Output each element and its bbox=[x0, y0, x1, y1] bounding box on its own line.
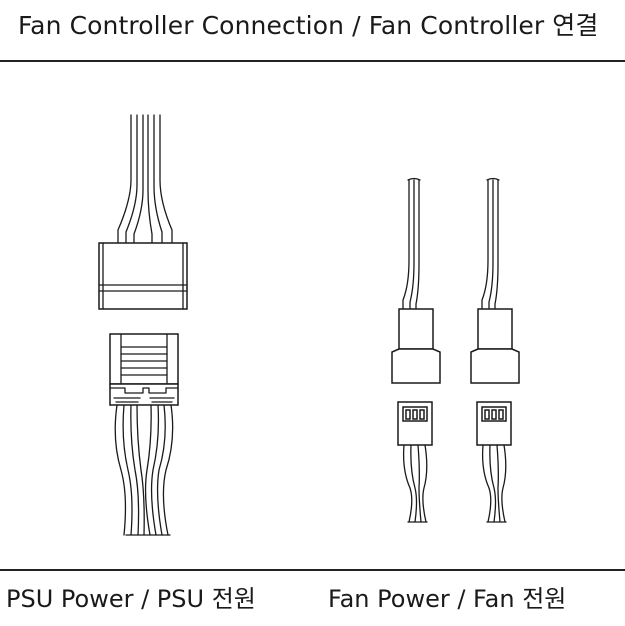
fan-connector-illustration-2 bbox=[470, 177, 520, 523]
page-title: Fan Controller Connection / Fan Controll… bbox=[18, 11, 599, 40]
fan-upper-wires-2 bbox=[481, 177, 500, 310]
psu-upper-wires bbox=[117, 114, 173, 244]
top-divider bbox=[0, 60, 625, 62]
psu-power-caption: PSU Power / PSU 전원 bbox=[6, 585, 256, 613]
psu-lower-wires bbox=[114, 404, 174, 536]
fan-lower-wires-1 bbox=[402, 444, 428, 523]
fan-female-plug-1 bbox=[391, 308, 441, 384]
fan-male-plug-1 bbox=[397, 401, 433, 446]
bottom-divider bbox=[0, 569, 625, 571]
fan-male-plug-2 bbox=[476, 401, 512, 446]
psu-upper-housing bbox=[98, 242, 188, 310]
psu-power-connector-illustration bbox=[98, 114, 188, 536]
fan-female-plug-2 bbox=[470, 308, 520, 384]
fan-lower-wires-2 bbox=[481, 444, 507, 523]
fan-power-caption: Fan Power / Fan 전원 bbox=[328, 585, 567, 613]
psu-lower-housing bbox=[109, 333, 179, 406]
fan-connector-illustration-1 bbox=[391, 177, 441, 523]
fan-upper-wires-1 bbox=[402, 177, 421, 310]
